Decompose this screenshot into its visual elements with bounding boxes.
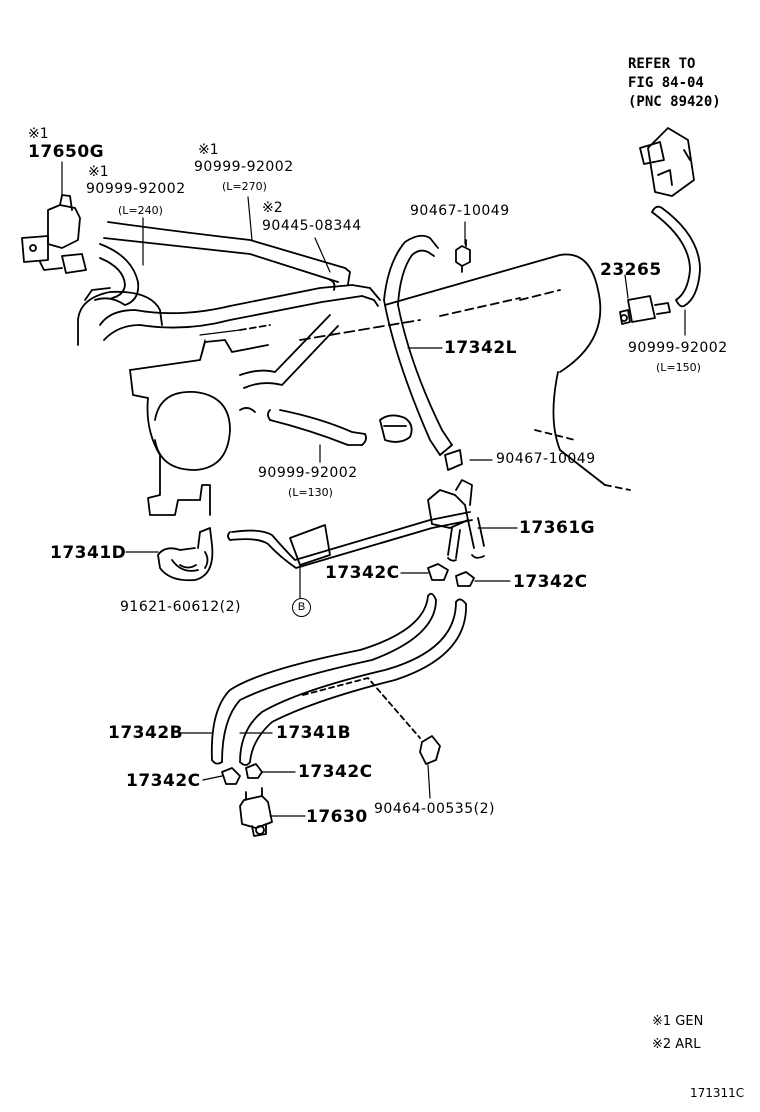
clip-90464-part <box>302 677 441 765</box>
refer-note-line3: (PNC 89420) <box>628 94 721 110</box>
length-l270: (L=270) <box>222 180 267 193</box>
note-90999-l240: ※1 <box>88 164 109 180</box>
part-17342c-d-label: 17342C <box>298 762 373 782</box>
part-17650g-label: 17650G <box>28 142 105 162</box>
vsv-23265-part <box>619 295 671 325</box>
part-90467-mid-label: 90467-10049 <box>496 451 596 467</box>
clamps-mid-part <box>427 563 475 587</box>
component-ref-89420-part <box>639 127 695 197</box>
legend-item-gen: ※1 GEN <box>652 1014 704 1029</box>
callout-b-text: B <box>297 601 306 613</box>
part-17341d-label: 17341D <box>50 543 127 563</box>
egr-valve-partial <box>77 287 163 346</box>
leader-lines <box>61 161 686 817</box>
vsv-17650g-part <box>21 194 87 274</box>
part-90999-l270-label: 90999-92002 <box>194 159 294 175</box>
part-17342c-a-label: 17342C <box>325 563 400 583</box>
note-90445: ※2 <box>262 200 283 216</box>
part-90464-label: 90464-00535(2) <box>374 801 495 817</box>
length-l240: (L=240) <box>118 204 163 217</box>
refer-note-line1: REFER TO <box>628 56 696 72</box>
part-17342c-c-label: 17342C <box>126 771 201 791</box>
part-17342b-label: 17342B <box>108 723 184 743</box>
part-17361g-label: 17361G <box>519 518 596 538</box>
pipe-assy-17361g-part <box>227 479 485 569</box>
part-23265-label: 23265 <box>600 260 662 280</box>
part-17342c-b-label: 17342C <box>513 572 588 592</box>
part-90999-l150-label: 90999-92002 <box>628 340 728 356</box>
figure-code: 171311C <box>690 1086 745 1100</box>
vacuum-hoses-top <box>99 221 381 341</box>
vsv-17630-part <box>239 787 273 837</box>
hoses-17342b-17341b-part <box>210 592 467 766</box>
part-17341b-label: 17341B <box>276 723 352 743</box>
part-90445-label: 90445-08344 <box>262 218 362 234</box>
part-17630-label: 17630 <box>306 807 368 827</box>
clamps-bottom-part <box>221 763 263 785</box>
length-l130: (L=130) <box>288 486 333 499</box>
callout-b-badge: B <box>292 598 311 617</box>
hose-17342l-part <box>383 234 453 456</box>
part-17342l-label: 17342L <box>444 338 517 358</box>
part-90467-top-label: 90467-10049 <box>410 203 510 219</box>
note-17650g: ※1 <box>28 126 49 142</box>
refer-note: REFER TO FIG 84-04 (PNC 89420) <box>628 55 721 112</box>
legend-item-arl: ※2 ARL <box>652 1037 701 1052</box>
note-90999-l270: ※1 <box>198 142 219 158</box>
length-l150: (L=150) <box>656 361 701 374</box>
hose-17341d-part <box>157 527 214 582</box>
clamp-mid-part <box>379 414 463 471</box>
part-91621-label: 91621-60612(2) <box>120 599 241 615</box>
part-90999-l240-label: 90999-92002 <box>86 181 186 197</box>
hose-l150-part <box>651 205 701 308</box>
part-90999-l130-label: 90999-92002 <box>258 465 358 481</box>
clamp-top-part <box>455 239 471 273</box>
hose-l130-part <box>239 314 367 446</box>
refer-note-line2: FIG 84-04 <box>628 75 704 91</box>
engine-block <box>129 253 631 516</box>
